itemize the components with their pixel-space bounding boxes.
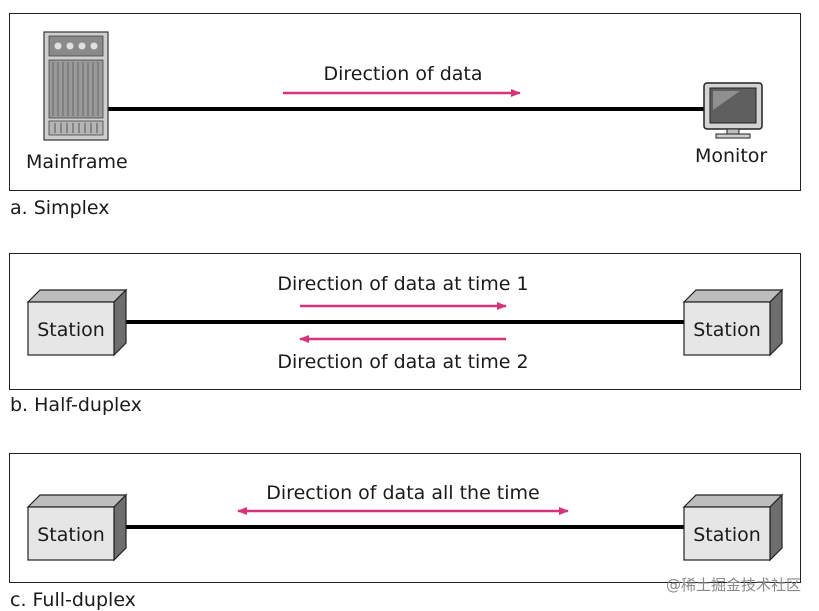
half-duplex-time2-label: Direction of data at time 2 <box>277 351 529 373</box>
mainframe-icon <box>43 31 109 141</box>
simplex-direction-label: Direction of data <box>323 63 483 85</box>
full-duplex-direction-label: Direction of data all the time <box>266 482 540 504</box>
monitor-label: Monitor <box>695 145 768 167</box>
half-duplex-left-station-label: Station <box>37 319 105 341</box>
full-duplex-left-station: Station <box>26 493 128 562</box>
watermark: @稀土掘金技术社区 <box>665 576 801 594</box>
full-duplex-caption: c. Full-duplex <box>10 589 136 611</box>
simplex-caption: a. Simplex <box>10 197 110 219</box>
half-duplex-left-station: Station <box>26 288 128 357</box>
half-duplex-time1-label: Direction of data at time 1 <box>277 273 529 295</box>
half-duplex-caption: b. Half-duplex <box>10 394 142 416</box>
full-duplex-left-station-label: Station <box>37 524 105 546</box>
monitor-icon <box>703 82 763 139</box>
full-duplex-right-station-label: Station <box>693 524 761 546</box>
half-duplex-right-station-label: Station <box>693 319 761 341</box>
simplex-panel <box>9 13 801 191</box>
full-duplex-panel <box>9 453 801 583</box>
full-duplex-right-station: Station <box>682 493 784 562</box>
half-duplex-right-station: Station <box>682 288 784 357</box>
mainframe-label: Mainframe <box>26 151 128 173</box>
